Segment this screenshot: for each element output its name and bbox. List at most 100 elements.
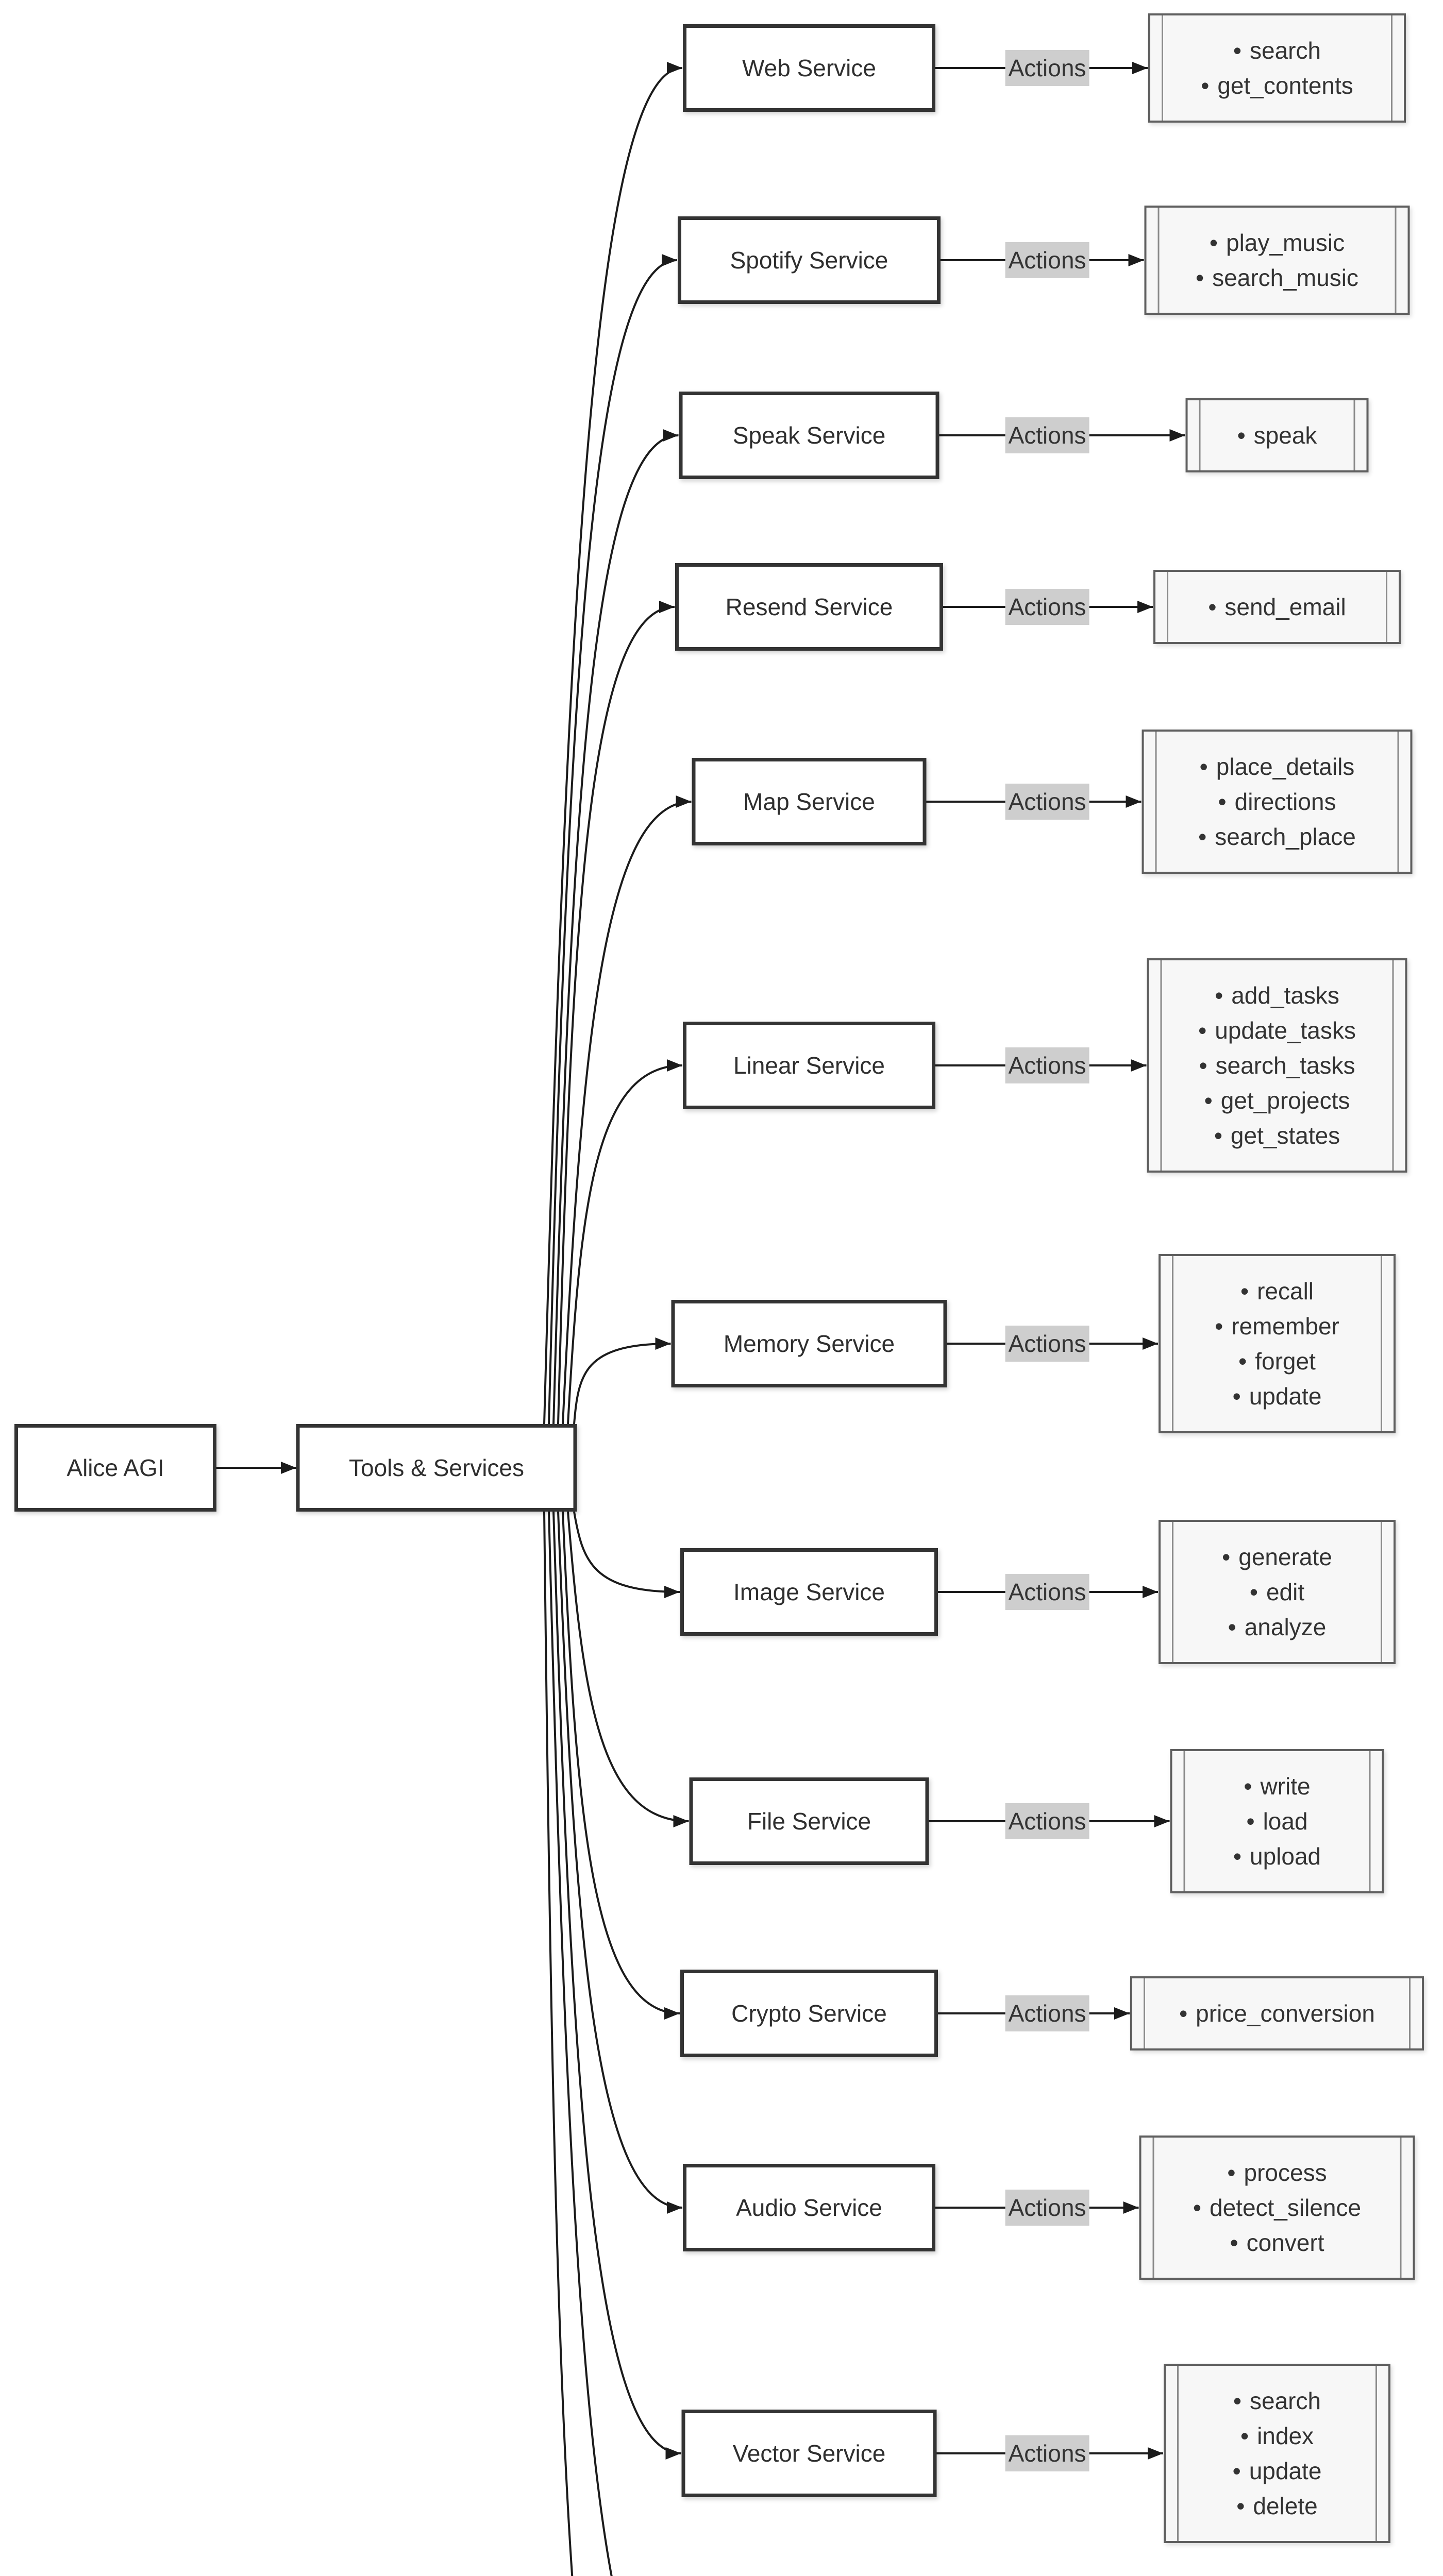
bullet-icon: • xyxy=(1199,753,1208,780)
action-label: search_place xyxy=(1215,823,1356,850)
actions-node[interactable]: •process • detect_silence • convert xyxy=(1139,2136,1415,2280)
service-name: Speak Service xyxy=(732,422,886,449)
service-name: File Service xyxy=(747,1808,871,1835)
edge-path xyxy=(543,62,683,1425)
action-label: index xyxy=(1257,2422,1314,2449)
actions-edge-label: Actions xyxy=(1005,784,1089,820)
bullet-icon: • xyxy=(1232,1383,1241,1410)
bullet-icon: • xyxy=(1196,264,1204,291)
bullet-icon: • xyxy=(1249,1579,1258,1605)
action-label: delete xyxy=(1253,2493,1318,2519)
action-item: •update xyxy=(1161,1379,1394,1414)
action-list: •price_conversion xyxy=(1132,1996,1422,2031)
action-item: • convert xyxy=(1142,2225,1413,2260)
bullet-icon: • xyxy=(1204,1087,1213,1114)
action-label: load xyxy=(1263,1808,1308,1835)
action-item: •recall xyxy=(1161,1274,1394,1309)
service-name: Linear Service xyxy=(733,1052,885,1079)
action-list: • send_email xyxy=(1155,589,1399,624)
actions-node[interactable]: •price_conversion xyxy=(1130,1976,1424,2050)
action-label: search_music xyxy=(1212,264,1358,291)
service-node[interactable]: Spotify Service xyxy=(678,216,941,304)
edge-path xyxy=(562,1511,680,2020)
bullet-icon: • xyxy=(1215,982,1223,1009)
bullet-icon: • xyxy=(1246,1808,1255,1835)
bullet-icon: • xyxy=(1244,1773,1252,1800)
bullet-icon: • xyxy=(1237,422,1246,449)
action-label: convert xyxy=(1246,2229,1324,2256)
edge-path xyxy=(557,601,675,1425)
actions-node[interactable]: •search•get_contents xyxy=(1148,13,1406,123)
bullet-icon: • xyxy=(1214,1122,1222,1149)
bullet-icon: • xyxy=(1218,788,1227,815)
action-label: remember xyxy=(1231,1313,1339,1340)
edge-path xyxy=(548,254,678,1425)
service-node[interactable]: Web Service xyxy=(683,24,935,112)
service-node[interactable]: Map Service xyxy=(692,758,927,845)
action-list: •search•index•update•delete xyxy=(1166,2383,1388,2523)
bullet-icon: • xyxy=(1208,594,1217,620)
action-item: • place_details xyxy=(1144,749,1411,784)
action-label: update xyxy=(1249,2458,1322,2484)
bullet-icon: • xyxy=(1215,1313,1223,1340)
service-name: Crypto Service xyxy=(731,2000,887,2027)
action-label: analyze xyxy=(1244,1614,1327,1640)
actions-edge-label: Actions xyxy=(1005,1995,1089,2031)
bullet-icon: • xyxy=(1233,37,1242,64)
action-item: •process xyxy=(1142,2155,1413,2190)
service-node[interactable]: Linear Service xyxy=(683,1022,935,1109)
actions-edge-label: Actions xyxy=(1005,1574,1089,1610)
action-label: send_email xyxy=(1224,594,1346,620)
bullet-icon: • xyxy=(1193,2194,1201,2221)
service-name: Memory Service xyxy=(723,1330,895,1357)
action-label: search xyxy=(1250,37,1321,64)
service-node[interactable]: Audio Service xyxy=(683,2164,935,2251)
action-item: • search_music xyxy=(1147,260,1408,295)
bullet-icon: • xyxy=(1230,2229,1238,2256)
service-name: Vector Service xyxy=(732,2440,886,2467)
service-name: Image Service xyxy=(733,1579,885,1605)
actions-node[interactable]: •speak xyxy=(1185,398,1369,472)
bullet-icon: • xyxy=(1232,2458,1241,2484)
actions-node[interactable]: •recall•remember•forget•update xyxy=(1159,1254,1396,1433)
node-tools-services[interactable]: Tools & Services xyxy=(296,1424,577,1512)
action-list: •speak xyxy=(1188,418,1367,453)
action-item: • generate xyxy=(1161,1539,1394,1574)
action-label: recall xyxy=(1257,1278,1314,1304)
edge-path xyxy=(567,1511,689,1827)
actions-node[interactable]: •play_music•search_music xyxy=(1144,206,1410,315)
action-list: •process • detect_silence • convert xyxy=(1142,2155,1413,2260)
action-label: upload xyxy=(1249,1843,1321,1870)
service-node[interactable]: File Service xyxy=(689,1777,929,1865)
actions-node[interactable]: •add_tasks•update_tasks•search_tasks•get… xyxy=(1147,958,1407,1173)
action-item: •search_place xyxy=(1144,819,1411,854)
service-name: Spotify Service xyxy=(730,247,888,274)
action-label: detect_silence xyxy=(1210,2194,1362,2221)
service-node[interactable]: Resend Service xyxy=(675,563,943,651)
action-label: generate xyxy=(1238,1544,1332,1570)
edge-path xyxy=(573,1337,671,1425)
actions-edge-label: Actions xyxy=(1005,1803,1089,1839)
actions-node[interactable]: •write•load•upload xyxy=(1170,1749,1384,1893)
node-alice-agi[interactable]: Alice AGI xyxy=(14,1424,216,1512)
edge-path xyxy=(557,1511,683,2214)
service-node[interactable]: Image Service xyxy=(680,1548,938,1636)
actions-node[interactable]: •search•index•update•delete xyxy=(1164,2364,1390,2543)
action-item: •speak xyxy=(1188,418,1367,453)
bullet-icon: • xyxy=(1222,1544,1231,1570)
service-node[interactable]: Crypto Service xyxy=(680,1970,938,2057)
bullet-icon: • xyxy=(1201,72,1210,99)
actions-node[interactable]: • place_details • directions •search_place xyxy=(1142,730,1413,874)
action-label: write xyxy=(1260,1773,1311,1800)
actions-node[interactable]: •generate•edit•analyze xyxy=(1159,1520,1396,1664)
actions-node[interactable]: • send_email xyxy=(1153,570,1401,644)
edge-path xyxy=(573,1511,680,1598)
service-node[interactable]: Memory Service xyxy=(671,1300,947,1387)
edge-path xyxy=(567,1059,683,1425)
action-label: price_conversion xyxy=(1196,2000,1375,2027)
service-node[interactable]: Vector Service xyxy=(681,2410,937,2497)
action-label: place_details xyxy=(1216,753,1355,780)
action-label: directions xyxy=(1234,788,1336,815)
service-node[interactable]: Speak Service xyxy=(679,392,939,479)
action-item: • send_email xyxy=(1155,589,1399,624)
